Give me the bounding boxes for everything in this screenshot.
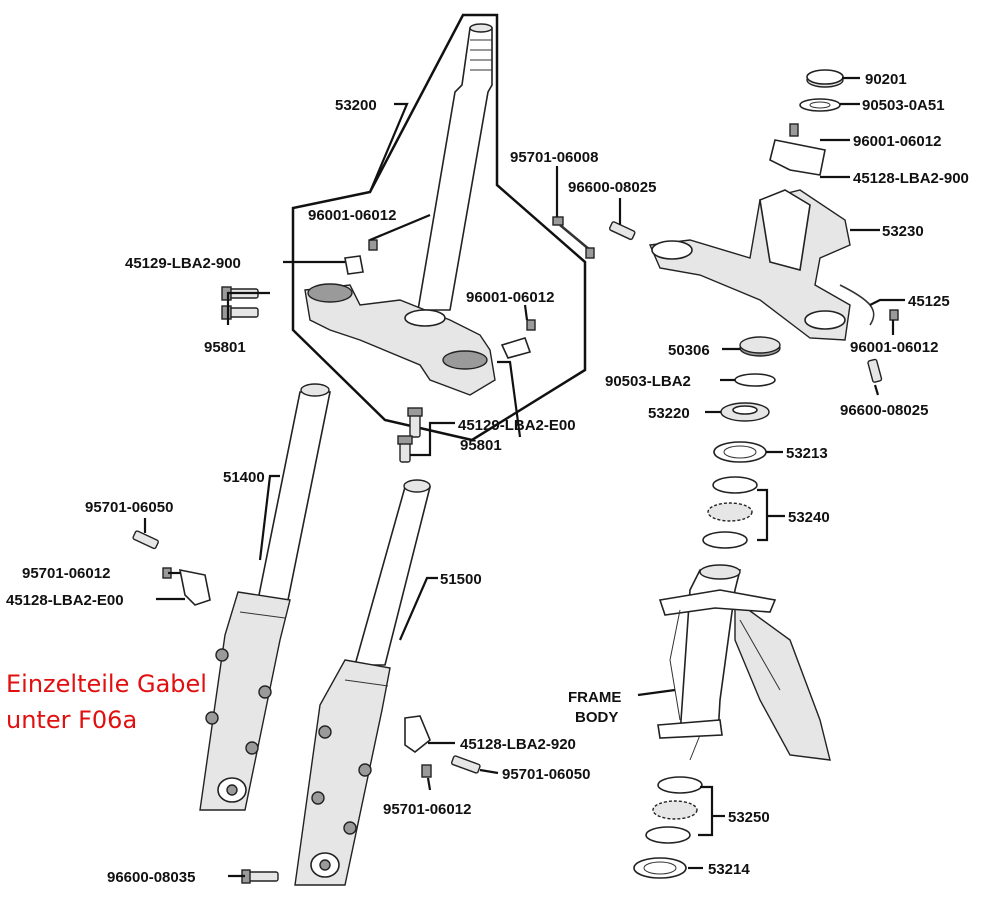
label-body: BODY xyxy=(575,709,618,726)
race-53250-b xyxy=(645,826,691,844)
label-51500: 51500 xyxy=(440,571,482,588)
label-53213: 53213 xyxy=(786,445,828,462)
label-45128-LBA2-920: 45128-LBA2-920 xyxy=(460,736,576,753)
label-96600-08025-right: 96600-08025 xyxy=(840,402,928,419)
stem-outline-box xyxy=(291,13,587,442)
race-53240-a xyxy=(712,476,758,494)
label-frame: FRAME xyxy=(568,689,621,706)
brackets-left xyxy=(132,530,481,884)
annotation-line-2: unter F06a xyxy=(6,706,137,734)
label-51400: 51400 xyxy=(223,469,265,486)
label-95701-06012-left: 95701-06012 xyxy=(22,565,110,582)
balls-53250 xyxy=(652,800,698,820)
label-45125: 45125 xyxy=(908,293,950,310)
label-45129-LBA2-900: 45129-LBA2-900 xyxy=(125,255,241,272)
label-90503-LBA2: 90503-LBA2 xyxy=(605,373,691,390)
label-96001-06012-right2: 96001-06012 xyxy=(850,339,938,356)
bolts-95701-96600-top xyxy=(552,216,636,259)
label-95701-06050-left: 95701-06050 xyxy=(85,499,173,516)
label-53230: 53230 xyxy=(882,223,924,240)
bearing-stack-upper xyxy=(702,336,781,549)
cone-53214 xyxy=(633,857,687,879)
label-95701-06012-mid: 95701-06012 xyxy=(383,801,471,818)
label-96600-08035: 96600-08035 xyxy=(107,869,195,886)
bearing-stack-lower xyxy=(633,776,703,879)
cone-53213 xyxy=(713,441,767,463)
clip-45129-900 xyxy=(344,255,364,275)
upper-triple-clamp-group xyxy=(648,69,899,383)
annotation-line-1: Einzelteile Gabel xyxy=(6,670,207,698)
label-95701-06050-mid: 95701-06050 xyxy=(502,766,590,783)
bolts-95801-mid xyxy=(397,407,423,463)
washer-90503-LBA2 xyxy=(734,373,776,387)
label-53200: 53200 xyxy=(335,97,377,114)
bracket-45128-E00 xyxy=(178,568,211,606)
label-96600-08025-top: 96600-08025 xyxy=(568,179,656,196)
annotation: Einzelteile Gabel unter F06a xyxy=(6,670,207,734)
outer-slider-51500 xyxy=(294,659,391,886)
lower-triple-clamp xyxy=(304,284,496,396)
label-53214: 53214 xyxy=(708,861,750,878)
label-95701-06008: 95701-06008 xyxy=(510,149,598,166)
label-45128-LBA2-E00: 45128-LBA2-E00 xyxy=(6,592,124,609)
inner-tube-51500 xyxy=(353,486,432,666)
part-labels: 53200 96001-06012 45129-LBA2-900 95801 9… xyxy=(6,71,969,886)
label-96001-06012-mid: 96001-06012 xyxy=(466,289,554,306)
label-45129-LBA2-E00: 45129-LBA2-E00 xyxy=(458,417,576,434)
label-90503-0A51: 90503-0A51 xyxy=(862,97,945,114)
clip-45129-E00 xyxy=(500,337,532,359)
bracket-45128-920 xyxy=(404,715,431,753)
race-53250-a xyxy=(657,776,703,794)
label-96001-06012-stem: 96001-06012 xyxy=(308,207,396,224)
label-96001-06012-right: 96001-06012 xyxy=(853,133,941,150)
outer-slider-51400 xyxy=(199,591,291,811)
label-90201: 90201 xyxy=(865,71,907,88)
steering-stem-tube xyxy=(417,27,493,311)
fork-leg-51400 xyxy=(199,383,331,811)
race-53240-b xyxy=(702,531,748,549)
washer-90503-0A51 xyxy=(799,98,841,112)
balls-53240 xyxy=(707,502,753,522)
label-45128-LBA2-900: 45128-LBA2-900 xyxy=(853,170,969,187)
frame-body xyxy=(657,564,831,761)
bracket-45128-900 xyxy=(769,139,826,176)
label-95801-left: 95801 xyxy=(204,339,246,356)
label-95801-mid: 95801 xyxy=(460,437,502,454)
inner-tube-51400 xyxy=(257,391,331,601)
label-53250: 53250 xyxy=(728,809,770,826)
label-50306: 50306 xyxy=(668,342,710,359)
label-53220: 53220 xyxy=(648,405,690,422)
leader-lines xyxy=(143,76,905,878)
steering-stem-group xyxy=(291,13,587,442)
fork-leg-51500 xyxy=(294,479,432,886)
label-53240: 53240 xyxy=(788,509,830,526)
